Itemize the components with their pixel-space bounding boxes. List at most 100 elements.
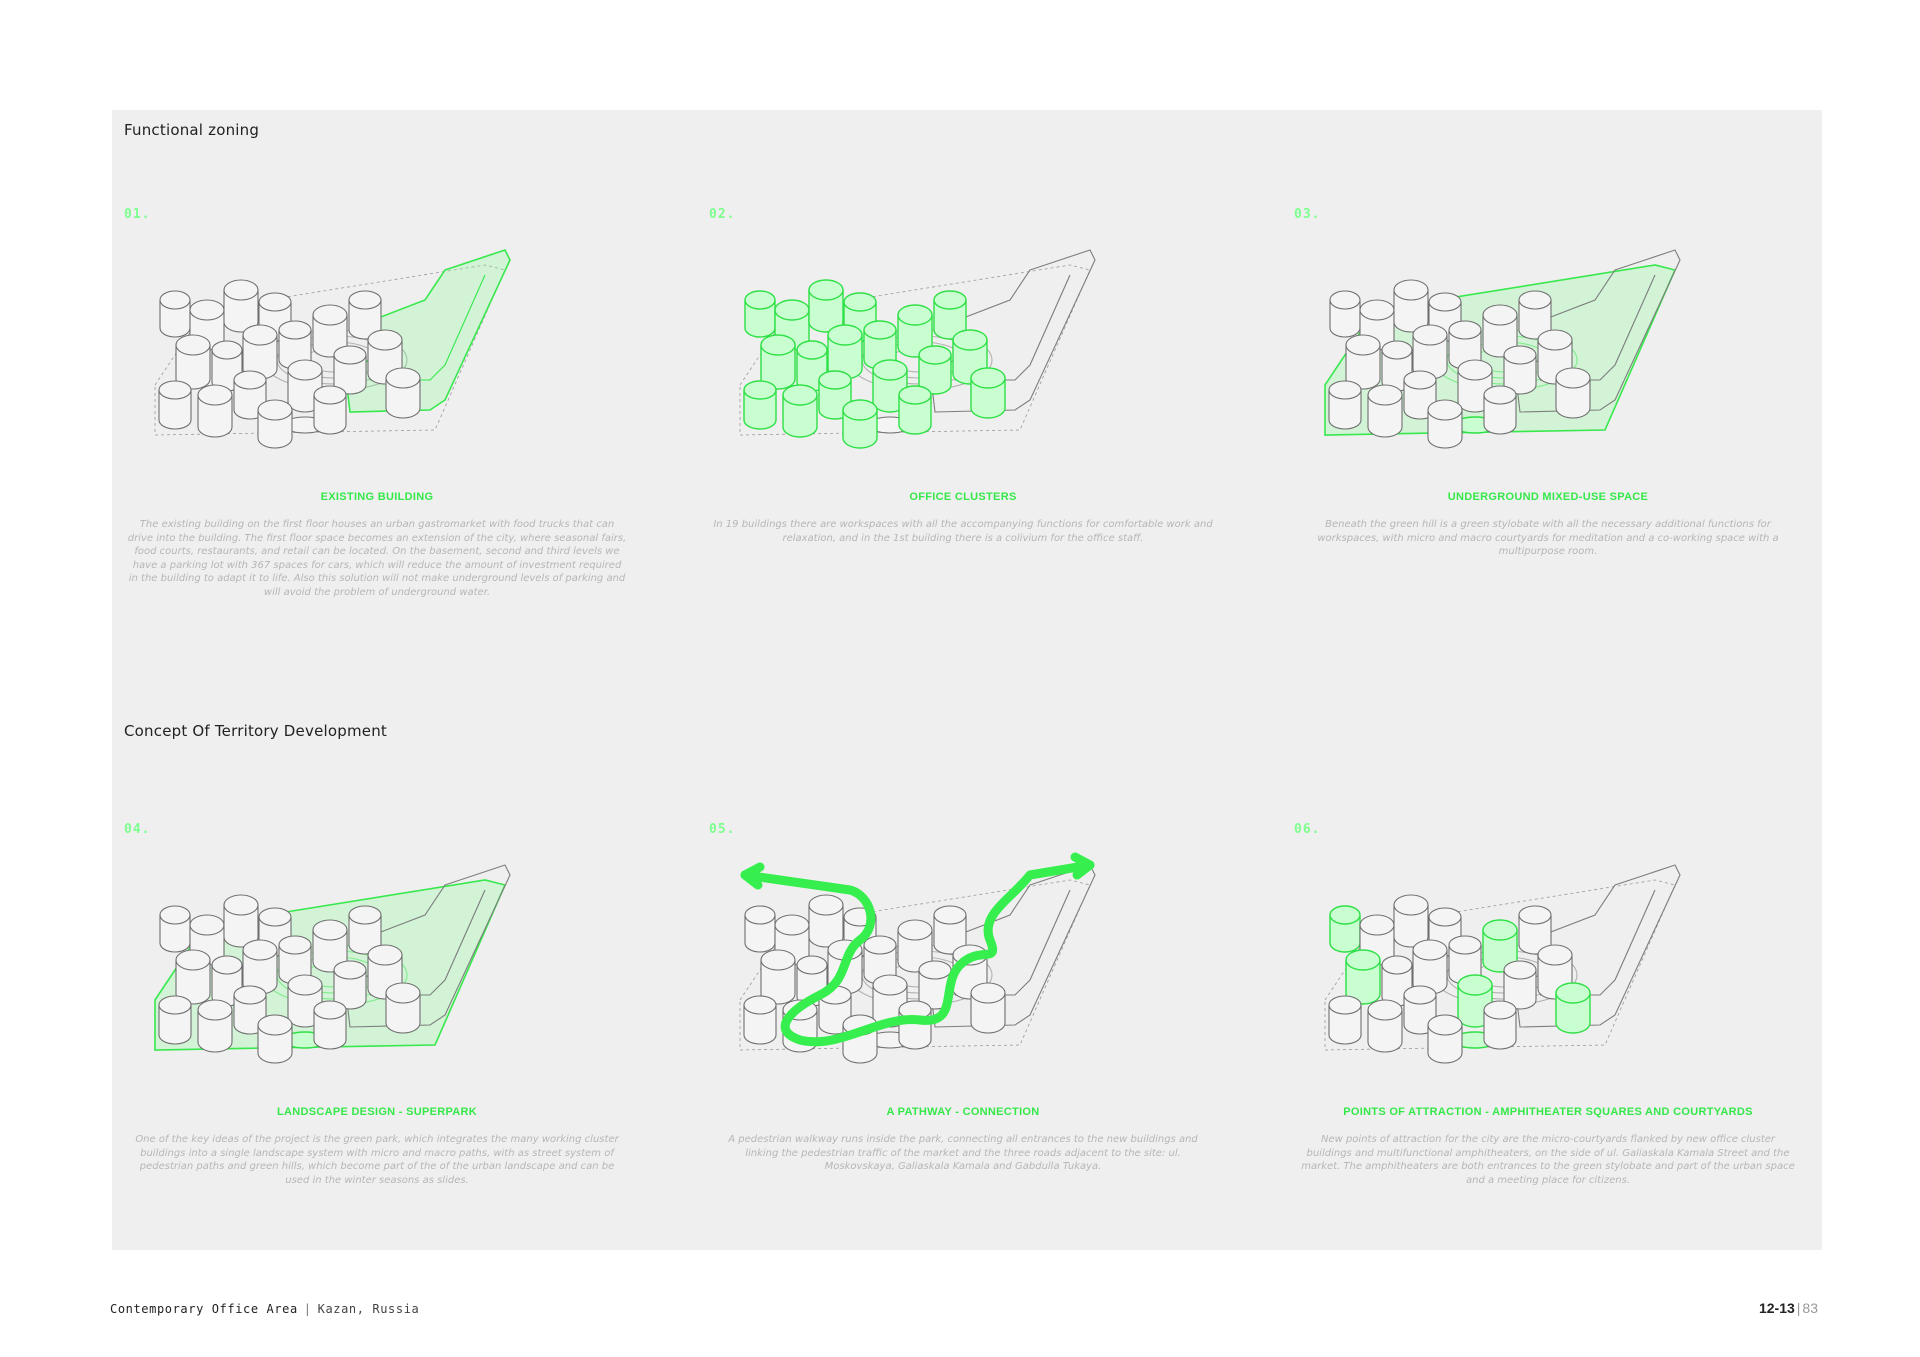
- office-cylinder-top: [872, 359, 908, 381]
- office-cylinder-body: [197, 1010, 233, 1053]
- office-cylinder-top: [1359, 914, 1395, 936]
- office-cylinder-top: [796, 340, 828, 360]
- office-cylinder-top: [782, 384, 818, 406]
- office-cylinder-body: [257, 410, 293, 449]
- pedestrian-path: [740, 860, 1095, 1047]
- office-cylinder-body: [1555, 378, 1591, 419]
- office-cylinder-top: [897, 304, 933, 326]
- office-cylinder-top: [333, 960, 367, 980]
- office-cylinder-top: [933, 290, 967, 310]
- office-cylinder-top: [1503, 345, 1537, 365]
- footer-page-range: 12-13: [1758, 1300, 1795, 1316]
- item-number: 01.: [124, 207, 151, 222]
- office-cylinder-top: [1482, 304, 1518, 326]
- office-cylinder-top: [1537, 944, 1573, 966]
- office-cylinder-body: [313, 395, 347, 435]
- office-cylinder-top: [1427, 399, 1463, 421]
- office-cylinder-top: [796, 955, 828, 975]
- office-cylinder-body: [1483, 1010, 1517, 1050]
- office-cylinder-top: [818, 370, 852, 390]
- office-cylinder-top: [1412, 324, 1448, 346]
- item-number: 03.: [1294, 207, 1321, 222]
- office-cylinder-top: [278, 320, 312, 340]
- office-cylinder-top: [970, 367, 1006, 389]
- office-cylinder-body: [1427, 1025, 1463, 1064]
- caption-title: A PATHWAY - CONNECTION: [886, 1106, 1040, 1118]
- diagram-underground-space: [1324, 249, 1681, 449]
- office-cylinder-top: [744, 290, 776, 310]
- office-cylinder-top: [1328, 380, 1362, 400]
- caption-title: POINTS OF ATTRACTION - AMPHITHEATER SQUA…: [1343, 1106, 1753, 1118]
- office-cylinder-top: [158, 995, 192, 1015]
- office-cylinder-body: [1555, 993, 1591, 1034]
- office-cylinder-top: [385, 367, 421, 389]
- caption-text: In 19 buildings there are workspaces wit…: [713, 519, 1213, 544]
- office-cylinder-top: [1448, 935, 1482, 955]
- office-cylinder-top: [1503, 960, 1537, 980]
- office-cylinder-top: [744, 905, 776, 925]
- footer-project-info: Contemporary Office Area | Kazan, Russia: [110, 1302, 419, 1316]
- existing-building: [929, 249, 1096, 413]
- office-cylinder-top: [211, 955, 243, 975]
- office-cylinder-top: [1555, 367, 1591, 389]
- office-cylinder-top: [1367, 999, 1403, 1021]
- office-cylinder-top: [242, 324, 278, 346]
- office-cylinder-top: [312, 919, 348, 941]
- office-cylinder-top: [1329, 905, 1361, 925]
- diagram-points-of-attraction: [1324, 864, 1681, 1064]
- footer-project-name: Contemporary Office Area: [110, 1302, 298, 1316]
- office-cylinder-top: [385, 982, 421, 1004]
- office-cylinder-body: [158, 390, 192, 430]
- office-cylinder-body: [1328, 1005, 1362, 1045]
- office-cylinder-top: [367, 329, 403, 351]
- office-cylinder-top: [1381, 340, 1413, 360]
- office-cylinder-top: [1482, 919, 1518, 941]
- office-cylinder-body: [898, 395, 932, 435]
- office-cylinder-top: [952, 329, 988, 351]
- office-cylinder-top: [774, 914, 810, 936]
- office-cylinder-top: [197, 384, 233, 406]
- footer-location: Kazan, Russia: [317, 1302, 420, 1316]
- office-cylinder-top: [743, 995, 777, 1015]
- office-cylinder-top: [918, 345, 952, 365]
- office-cylinder-top: [233, 370, 267, 390]
- caption-text: A pedestrian walkway runs inside the par…: [728, 1134, 1198, 1172]
- office-cylinder-top: [333, 345, 367, 365]
- office-cylinder-top: [211, 340, 243, 360]
- office-cylinder-body: [842, 410, 878, 449]
- office-cylinder-top: [1328, 995, 1362, 1015]
- office-cylinder-top: [760, 334, 796, 356]
- office-cylinder-top: [743, 380, 777, 400]
- office-cylinder-top: [1457, 359, 1493, 381]
- arrow-right-icon: [1070, 852, 1095, 880]
- existing-building: [1514, 249, 1681, 413]
- caption-title: LANDSCAPE DESIGN - SUPERPARK: [276, 1106, 478, 1118]
- office-cylinder-top: [898, 385, 932, 405]
- office-cylinder-top: [1393, 894, 1429, 916]
- office-cylinder-top: [897, 919, 933, 941]
- office-cylinder-top: [257, 399, 293, 421]
- office-cylinder-top: [970, 982, 1006, 1004]
- office-cylinder-body: [1367, 395, 1403, 438]
- office-cylinder-top: [223, 894, 259, 916]
- item-number: 06.: [1294, 822, 1321, 837]
- office-cylinder-top: [808, 894, 844, 916]
- office-cylinder-top: [348, 290, 382, 310]
- office-cylinder-top: [233, 985, 267, 1005]
- office-cylinder-top: [843, 292, 877, 312]
- office-cylinder-body: [385, 378, 421, 419]
- caption-title: OFFICE CLUSTERS: [909, 491, 1017, 503]
- section-title-territory-development: Concept Of Territory Development: [124, 722, 387, 740]
- office-cylinder-top: [158, 380, 192, 400]
- office-cylinder-body: [970, 993, 1006, 1034]
- office-cylinder-top: [258, 292, 292, 312]
- footer-separator: |: [303, 1302, 312, 1316]
- office-cylinder-top: [760, 949, 796, 971]
- office-cylinder-body: [782, 395, 818, 438]
- office-cylinder-top: [1403, 985, 1437, 1005]
- office-cylinder-top: [189, 299, 225, 321]
- office-cylinder-body: [970, 378, 1006, 419]
- office-cylinder-top: [159, 905, 191, 925]
- office-cylinder-body: [385, 993, 421, 1034]
- caption-text: New points of attraction for the city ar…: [1301, 1134, 1795, 1186]
